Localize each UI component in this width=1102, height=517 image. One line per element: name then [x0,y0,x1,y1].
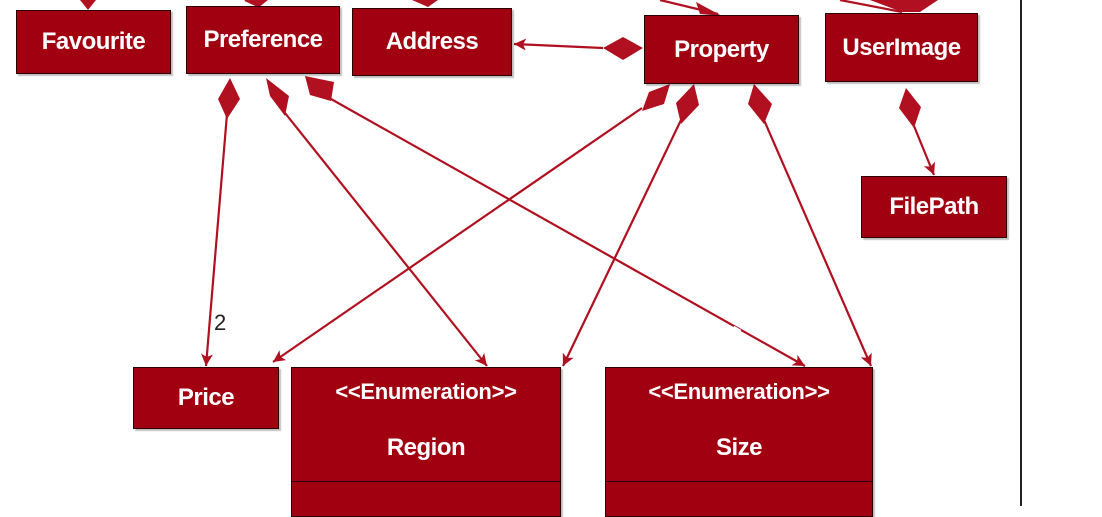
composition-diamond-property-region [676,84,699,124]
composition-diamond-userimage-filepath [899,88,921,128]
edge-userimage-filepath [912,125,936,176]
stub-arrowhead-address [412,0,438,7]
enum-size-divider [606,481,872,482]
composition-diamond-property-price [642,84,670,111]
enum-size-stereotype: <<Enumeration>> [648,379,830,404]
association-layer [80,0,938,367]
edge-preference-region [284,112,488,367]
enum-region-name: Region [386,434,466,461]
composition-diamond-preference-region [266,78,289,116]
class-address[interactable]: Address [352,8,512,76]
enum-region[interactable]: <<Enumeration>> Region [291,367,561,517]
class-property-label: Property [674,35,769,63]
class-price[interactable]: Price [133,367,279,429]
class-favourite[interactable]: Favourite [16,10,171,74]
edge-preference-size [330,98,806,367]
multiplicity-preference-price: 2 [214,310,227,335]
composition-diamond-preference-price [218,78,240,119]
enum-region-stereotype: <<Enumeration>> [335,379,517,404]
class-filepath[interactable]: FilePath [861,176,1007,238]
enum-size[interactable]: <<Enumeration>> Size [605,367,873,517]
class-userimage[interactable]: UserImage [825,13,978,82]
stub-arrowhead-property [696,2,722,16]
edge-preference-price [201,113,229,367]
class-address-label: Address [385,28,479,55]
class-favourite-label: Favourite [41,28,146,55]
composition-diamond-property-address [603,37,643,60]
composition-diamond-preference-size [305,76,334,101]
class-property[interactable]: Property [644,15,799,84]
stub-arrowhead-preference [248,0,268,8]
edge-property-size [762,119,873,367]
stub-arrowhead-left [80,0,96,10]
stub-arrowhead-userimage [870,0,938,12]
enum-size-name: Size [715,434,763,461]
class-price-label: Price [177,384,235,411]
class-diagram: Favourite Preference Address Property Us… [16,0,1022,517]
class-preference[interactable]: Preference [186,6,340,74]
class-preference-label: Preference [203,26,323,53]
diagram-frame-border [1020,0,1022,506]
edge-property-region [562,119,682,367]
enum-region-divider [292,481,560,482]
line-crossing-gap [731,325,742,335]
class-filepath-label: FilePath [889,193,979,220]
edge-property-address [513,38,604,51]
class-userimage-label: UserImage [842,33,961,61]
edge-property-price [272,107,643,363]
stub-line-userimage [839,0,903,14]
composition-diamond-property-size [748,84,772,124]
